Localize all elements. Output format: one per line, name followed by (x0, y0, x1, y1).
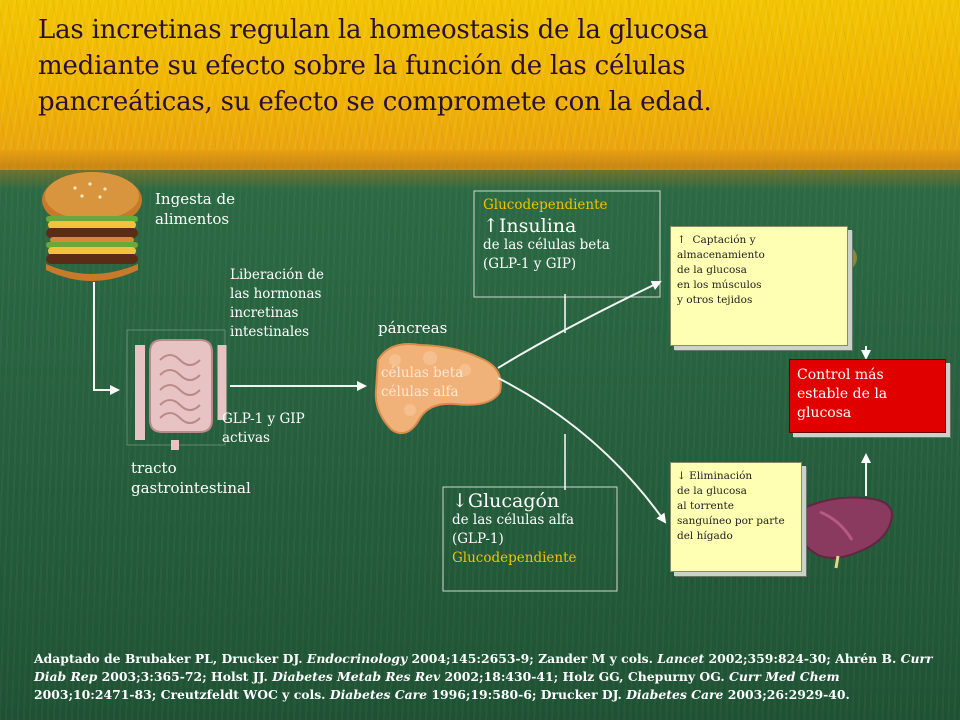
liver-image (796, 496, 894, 569)
ref-part-8: 2003;26:2929-40. (723, 687, 850, 702)
glucagon-title-row: ↓Glucagón (452, 492, 614, 511)
intake-label: Ingesta de alimentos (155, 189, 235, 229)
control-line-1: Control más (797, 367, 884, 383)
header-background (0, 0, 960, 170)
uptake-line-1: Captación y (692, 234, 756, 246)
ref-journal-3: Curr Diab Rep (34, 651, 933, 684)
beta-cells-label: células beta (381, 365, 464, 381)
elimination-line-4: sanguíneo por parte (677, 515, 785, 527)
ref-part-4: 2003;3:365-72; Holst JJ. (97, 669, 273, 684)
release-label-line-2: las hormonas (230, 286, 322, 302)
insulin-title-row: ↑Insulina (483, 217, 658, 236)
ref-part-1: Adaptado de Brubaker PL, Drucker DJ. (34, 651, 307, 666)
flow-arrows (93, 280, 871, 524)
ref-journal-6: Diabetes Care (329, 687, 428, 702)
glucagon-down-arrow-icon: ↓ (452, 490, 468, 512)
gi-tract-label: tracto gastrointestinal (131, 458, 251, 498)
active-hormones-label: GLP-1 y GIP activas (222, 410, 305, 448)
insulin-line-2: (GLP-1 y GIP) (483, 256, 577, 272)
elimination-down-arrow-icon: ↓ (677, 470, 686, 482)
glucagon-line-1: de las células alfa (452, 512, 575, 528)
header-edge (0, 150, 960, 190)
uptake-line-5: y otros tejidos (677, 294, 753, 306)
uptake-line-3: de la glucosa (677, 264, 747, 276)
release-label-line-4: intestinales (230, 324, 310, 340)
insulin-box: Glucodependiente ↑Insulina de las célula… (483, 196, 658, 274)
active-hormones-line-2: activas (222, 430, 270, 446)
uptake-box: ↑ Captación y almacenamiento de la gluco… (670, 226, 848, 346)
elimination-line-5: del hígado (677, 530, 733, 542)
release-label-line-1: Liberación de (230, 267, 325, 283)
alpha-cells-label: células alfa (381, 384, 459, 400)
glucagon-glucodependent-label: Glucodependiente (452, 550, 577, 566)
title-line-2: mediante su efecto sobre la función de l… (38, 51, 686, 81)
burger-image (42, 172, 142, 281)
elimination-box: ↓ Eliminación de la glucosa al torrente … (670, 462, 802, 572)
title-line-3: pancreáticas, su efecto se compromete co… (38, 87, 712, 117)
title-line-1: Las incretinas regulan la homeostasis de… (38, 15, 709, 45)
uptake-line-2: almacenamiento (677, 249, 765, 261)
ref-journal-4: Diabetes Metab Res Rev (272, 669, 441, 684)
slide-title: Las incretinas regulan la homeostasis de… (38, 12, 918, 120)
control-line-3: glucosa (797, 405, 852, 421)
uptake-line-4: en los músculos (677, 279, 762, 291)
intestine-image (126, 329, 227, 450)
control-box: Control más estable de la glucosa (789, 359, 946, 433)
control-line-2: estable de la (797, 386, 888, 402)
intake-label-line-2: alimentos (155, 210, 230, 228)
elimination-line-3: al torrente (677, 500, 734, 512)
insulin-title: Insulina (498, 215, 577, 237)
ref-journal-2: Lancet (657, 651, 705, 666)
elimination-line-1: Eliminación (689, 470, 753, 482)
ref-journal-7: Diabetes Care (626, 687, 724, 702)
uptake-text: ↑ Captación y almacenamiento de la gluco… (677, 233, 787, 308)
insulin-glucodependent-label: Glucodependiente (483, 197, 608, 213)
elimination-text: ↓ Eliminación de la glucosa al torrente … (677, 469, 802, 544)
pancreas-image (374, 343, 502, 434)
glucagon-line-2: (GLP-1) (452, 531, 504, 547)
pancreas-label: páncreas (378, 319, 448, 337)
intake-label-line-1: Ingesta de (155, 190, 235, 208)
references: Adaptado de Brubaker PL, Drucker DJ. End… (34, 650, 939, 704)
release-label: Liberación de las hormonas incretinas in… (230, 266, 324, 342)
ref-part-6: 2003;10:2471-83; Creutzfeldt WOC y cols. (34, 687, 330, 702)
ref-journal-5: Curr Med Chem (728, 669, 840, 684)
ref-part-3: 2002;359:824-30; Ahrén B. (704, 651, 901, 666)
gi-tract-line-1: tracto (131, 459, 177, 477)
active-hormones-line-1: GLP-1 y GIP (222, 411, 305, 427)
release-label-line-3: incretinas (230, 305, 299, 321)
elimination-line-2: de la glucosa (677, 485, 747, 497)
control-text: Control más estable de la glucosa (797, 366, 939, 423)
insulin-line-1: de las células beta (483, 237, 610, 253)
ref-part-2: 2004;145:2653-9; Zander M y cols. (407, 651, 658, 666)
ref-journal-1: Endocrinology (306, 651, 408, 666)
ref-part-7: 1996;19:580-6; Drucker DJ. (427, 687, 627, 702)
uptake-up-arrow-icon: ↑ (677, 234, 686, 246)
gi-tract-line-2: gastrointestinal (131, 479, 251, 497)
pancreas-cell-labels: células beta células alfa (381, 364, 463, 402)
ref-part-5: 2002;18:430-41; Holz GG, Chepurny OG. (440, 669, 729, 684)
glucagon-title: Glucagón (467, 490, 560, 512)
insulin-up-arrow-icon: ↑ (483, 215, 499, 237)
glucagon-box: ↓Glucagón de las células alfa (GLP-1) Gl… (452, 492, 614, 568)
